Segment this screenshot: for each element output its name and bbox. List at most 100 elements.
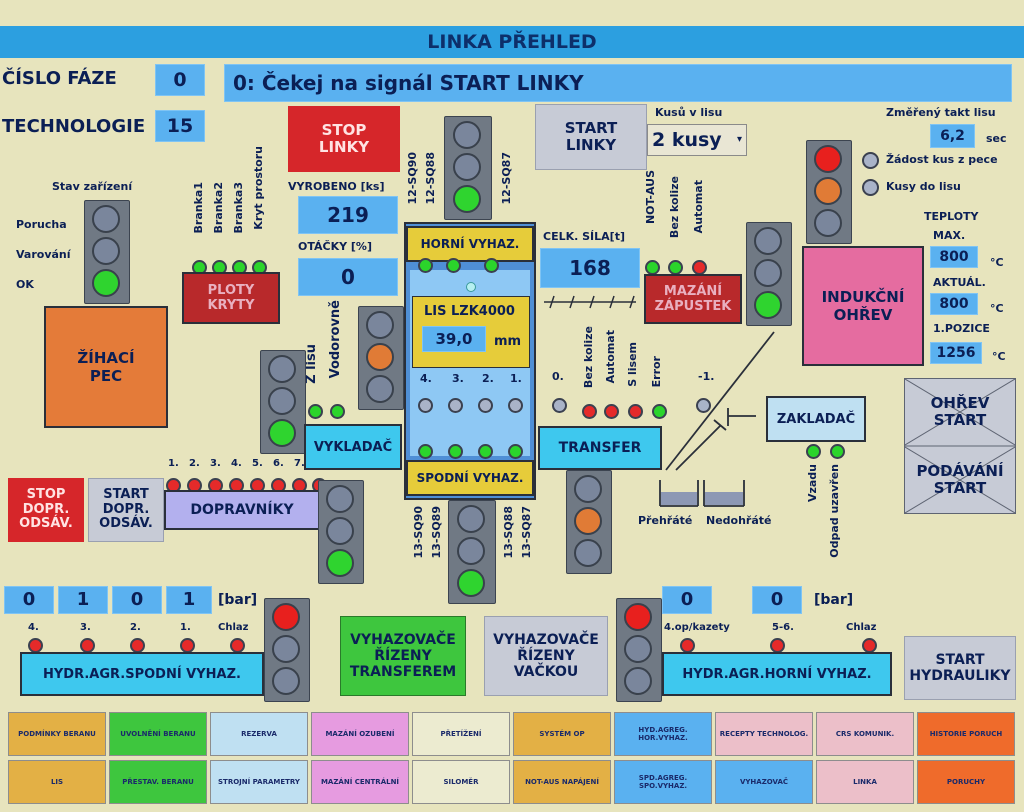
pieces-to-press-label: Kusy do lisu [886,180,961,193]
press-name: LIS LZK4000 [424,304,515,319]
induction-traffic-light [806,140,852,244]
nav-button-16[interactable]: NOT-AUS NAPÁJENÍ [513,760,611,804]
pressure-left-3: 0 [112,586,162,614]
loader-box[interactable]: ZAKLADAČ [766,396,866,442]
transfer-label-3: S lisem [626,342,639,387]
lower-ejector-box[interactable]: SPODNÍ VYHAZ. [406,460,534,496]
nav-button-18[interactable]: VYHAZOVAČ [715,760,813,804]
pieces-select[interactable]: 2 kusy ▾ [647,124,747,156]
page-title: LINKA PŘEHLED [0,26,1024,58]
rpm-label: OTÁČKY [%] [298,240,372,253]
top-traffic-light [444,116,492,220]
lamp-red [624,603,652,631]
guards-box[interactable]: PLOTY KRYTY [182,272,280,324]
nav-button-8[interactable]: RECEPTY TECHNOLOG. [715,712,813,756]
nav-button-12[interactable]: PŘESTAV. BERANU [109,760,207,804]
unloader-indicator-2 [330,404,345,419]
pressure-left-1: 0 [4,586,54,614]
hyd-right-ind-2 [770,638,785,653]
loader-indicator-1 [806,444,821,459]
conveyors-box[interactable]: DOPRAVNÍKY [164,490,320,530]
hyd-right-ind-1 [680,638,695,653]
lamp-red [366,311,394,339]
hyd-left-box[interactable]: HYDR.AGR.SPODNÍ VYHAZ. [20,652,264,696]
transfer-box[interactable]: TRANSFER [538,426,662,470]
induction-box[interactable]: INDUKČNÍ OHŘEV [802,246,924,366]
nav-button-10[interactable]: HISTORIE PORUCH [917,712,1015,756]
hyd-left-label-4: 1. [180,622,191,633]
state-warn-label: Varování [16,248,71,261]
hyd-left-ind-2 [80,638,95,653]
nav-button-1[interactable]: PODMÍNKY BERANU [8,712,106,756]
nav-button-4[interactable]: MAZÁNÍ OZUBENÍ [311,712,409,756]
hyd-left-label-5: Chlaz [218,622,249,633]
lamp-red [268,355,296,383]
underheated-label: Nedohřáté [706,514,772,527]
nav-button-13[interactable]: STROJNÍ PARAMETRY [210,760,308,804]
ejectors-transfer-button[interactable]: VYHAZOVAČE ŘÍZENY TRANSFEREM [340,616,466,696]
temp-pos-unit: °C [992,350,1006,363]
stop-conveyor-button[interactable]: STOP DOPR. ODSÁV. [8,478,84,542]
nav-button-7[interactable]: HYD.AGREG. HOR.VYHAZ. [614,712,712,756]
hyd-right-box[interactable]: HYDR.AGR.HORNÍ VYHAZ. [662,652,892,696]
force-value: 168 [540,248,640,288]
transfer-ind-3 [628,404,643,419]
nav-button-3[interactable]: REZERVA [210,712,308,756]
upper-indicator-3 [484,258,499,273]
upper-ejector-box[interactable]: HORNÍ VYHAZ. [406,226,534,262]
nav-button-14[interactable]: MAZÁNÍ CENTRÁLNÍ [311,760,409,804]
pressure-left-unit: [bar] [218,592,258,608]
upper-indicator-1 [418,258,433,273]
nav-button-2[interactable]: UVOLNĚNÍ BERANU [109,712,207,756]
feed-start-button[interactable]: PODÁVÁNÍ START [916,461,1004,497]
furnace-box[interactable]: ŽÍHACÍ PEC [44,306,168,428]
lamp-orange [624,635,652,663]
sensor-bottom-4: 13-SQ87 [520,506,533,559]
lamp-red [814,145,842,173]
nav-button-6[interactable]: SYSTÉM OP [513,712,611,756]
produced-value: 219 [298,196,398,234]
lamp-green [624,667,652,695]
nav-button-11[interactable]: LIS [8,760,106,804]
transfer-label-5: -1. [698,370,715,383]
stop-line-button[interactable]: STOP LINKY [288,106,400,172]
start-hydraulics-button[interactable]: START HYDRAULIKY [904,636,1016,700]
lower-indicator-3 [478,444,493,459]
press-ind-3 [448,398,463,413]
nav-button-9[interactable]: CRS KOMUNIK. [816,712,914,756]
press-pos-4: 4. [420,372,432,385]
state-ok-label: OK [16,278,34,291]
conveyor-label-6: 6. [273,458,284,469]
nav-button-5[interactable]: PŘETÍŽENÍ [412,712,510,756]
sensor-top-2: 12-SQ88 [424,152,437,205]
temp-max-value: 800 [930,246,978,268]
temp-act-unit: °C [990,302,1004,315]
lamp-orange [268,387,296,415]
temp-act-label: AKTUÁL. [933,276,986,289]
press-position-unit: mm [494,334,522,349]
conveyor-label-4: 4. [231,458,242,469]
loader-indicator-2 [830,444,845,459]
nav-button-17[interactable]: SPD.AGREG. SPO.VYHAZ. [614,760,712,804]
state-fault-label: Porucha [16,218,67,231]
start-conveyor-button[interactable]: START DOPR. ODSÁV. [88,478,164,542]
unloader-box[interactable]: VYKLADAČ [304,424,402,470]
temp-max-label: MAX. [933,229,966,242]
transfer-label-0: 0. [552,370,564,383]
unloader-label-2: Vodorovně [328,300,343,379]
nav-button-20[interactable]: PORUCHY [917,760,1015,804]
heat-start-button[interactable]: OHŘEV START [930,393,990,429]
pieces-value: 2 kusy [652,129,722,151]
start-panel-cross [905,379,1015,513]
die-lube-box[interactable]: MAZÁNÍ ZÁPUSTEK [644,274,742,324]
hyd-right-label-2: 5-6. [772,622,794,633]
nav-button-15[interactable]: SILOMĚR [412,760,510,804]
nav-button-19[interactable]: LINKA [816,760,914,804]
transfer-ind-4 [652,404,667,419]
temp-pos-value: 1256 [930,342,982,364]
force-label: CELK. SÍLA[t] [543,230,625,243]
ejectors-cam-button[interactable]: VYHAZOVAČE ŘÍZENY VAČKOU [484,616,608,696]
rotate-traffic-light [358,306,404,410]
start-line-button[interactable]: START LINKY [535,104,647,170]
